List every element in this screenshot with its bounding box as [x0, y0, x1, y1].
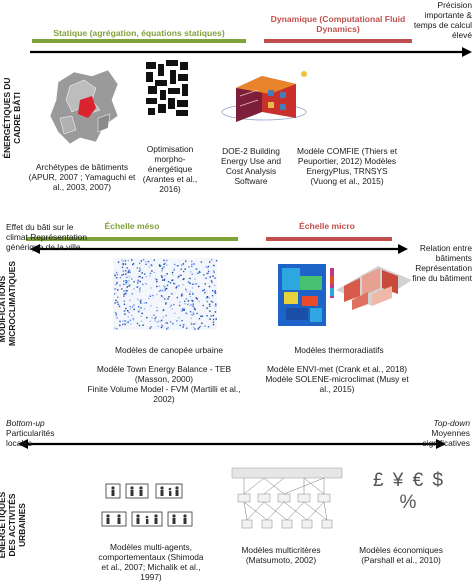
item-fvm: Finite Volume Model - FVM (Martilli et a…	[87, 384, 241, 404]
canopy-map-image	[113, 258, 218, 330]
item-doe2: DOE-2 Building Energy Use and Cost Analy…	[220, 146, 282, 186]
archetype-map-image	[49, 69, 119, 145]
envimet-map-image	[278, 264, 334, 326]
dynamic-scale-bar	[264, 39, 412, 43]
micro-scale-bar	[266, 237, 392, 241]
top-down-note: Moyennes significatives	[422, 428, 470, 448]
item-economic: Modèles économiques (Parshall et al., 20…	[359, 545, 443, 565]
static-scale-bar	[32, 39, 246, 43]
item-canopy: Modèles de canopée urbaine	[114, 345, 224, 355]
dynamic-label: Dynamique (Computational Fluid Dynamics)	[270, 14, 406, 34]
scale-double-arrow	[30, 244, 408, 254]
meso-label: Échelle méso	[104, 221, 160, 231]
item-solene: Modèle SOLENE-microclimat (Musy et al., …	[265, 374, 409, 394]
item-multicriteria: Modèles multicritères (Matsumoto, 2002)	[241, 545, 321, 565]
item-thermoradiative: Modèles thermoradiatifs	[294, 345, 384, 355]
item-archetypes: Archétypes de bâtiments (APUR, 2007 ; Ya…	[28, 162, 136, 192]
top-down-title: Top-down	[433, 418, 470, 428]
doe2-building-image	[221, 71, 307, 122]
item-morpho-optimisation: Optimisation morpho-énergétique (Arantes…	[142, 144, 198, 194]
bottom-up-title: Bottom-up	[6, 418, 45, 428]
bottom-up-note: Particularités locales	[6, 428, 55, 448]
multi-agent-image	[101, 483, 193, 527]
micro-label: Échelle micro	[299, 221, 355, 231]
meso-note: Effet du bâti sur le climat Représentati…	[6, 222, 87, 252]
currency-symbols-image: £ ¥ € $ %	[372, 470, 446, 513]
solene-buildings-image	[336, 266, 412, 310]
morpho-blocks-image	[146, 60, 188, 116]
meso-scale-bar	[26, 237, 238, 241]
side-label-urban-activities: BESOINS ÉNERGÉTIQUES DES ACTIVITÉS URBAI…	[0, 491, 27, 559]
side-label-microclimate: MODIFICATIONS MICROCLIMATIQUES	[0, 261, 17, 346]
precision-note: Précision importante & temps de calcul é…	[413, 0, 472, 40]
multicriteria-network-image	[231, 467, 343, 529]
micro-note: Relation entre bâtiments Représentation …	[412, 243, 472, 283]
item-teb: Modèle Town Energy Balance - TEB (Masson…	[96, 364, 232, 384]
item-comfie-energyplus: Modèle COMFIE (Thiers et Peuportier, 201…	[296, 146, 398, 186]
static-label: Statique (agrégation, équations statique…	[53, 28, 225, 38]
people-figures	[106, 486, 187, 524]
activity-double-arrow	[18, 439, 446, 449]
item-envimet: Modèle ENVI-met (Crank et al., 2018)	[266, 364, 408, 374]
item-multi-agent: Modèles multi-agents, comportementaux (S…	[98, 542, 204, 582]
side-label-building-energy: BESOINS ÉNERGÉTIQUES DU CADRE BÂTI	[0, 77, 22, 159]
precision-arrow	[30, 47, 472, 57]
